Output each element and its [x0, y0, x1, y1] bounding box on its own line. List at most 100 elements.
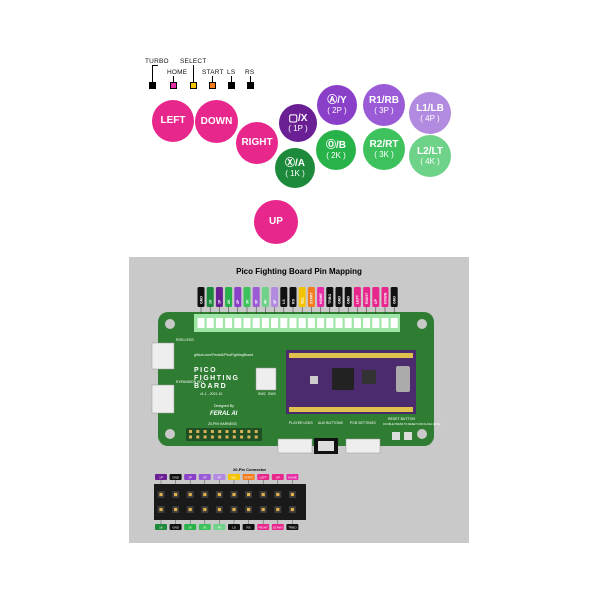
terminal-screw: [353, 318, 361, 328]
aux-buttons-label: AUX BUTTONS: [318, 421, 343, 425]
pin-tag: DOWN: [381, 287, 389, 314]
right-button[interactable]: RIGHT: [236, 122, 278, 164]
pin-tag-bg: [363, 287, 371, 307]
flash-chip: [362, 370, 376, 384]
harness-pin: [218, 435, 222, 439]
connector-pin: [174, 492, 178, 497]
square-x-button[interactable]: ▢/X ( 1P ): [279, 104, 317, 142]
connector-bottom-tag: DOWN: [271, 520, 284, 530]
connector-tag-bg: [198, 524, 211, 530]
mount-hole: [165, 319, 175, 329]
connector-tag-bg: [286, 474, 299, 480]
terminal-screw: [206, 318, 214, 328]
down-button[interactable]: DOWN: [195, 100, 238, 143]
home-button[interactable]: [170, 82, 177, 89]
left-button[interactable]: LEFT: [152, 100, 194, 142]
pin-tag-bg: [225, 287, 233, 307]
rs-button[interactable]: [247, 82, 254, 89]
connector-top-tag: 1P: [155, 474, 167, 484]
connector-tag-text: LS: [232, 526, 236, 530]
cross-a-button[interactable]: Ⓧ/A ( 1K ): [275, 148, 315, 188]
harness-pin: [210, 430, 214, 433]
terminal-screw: [225, 318, 233, 328]
pin-tag-text: RIGHT: [365, 292, 369, 304]
select-button[interactable]: [190, 82, 197, 89]
l2-lt-sublabel: ( 4K ): [420, 157, 440, 167]
terminal-screw: [335, 318, 343, 328]
cross-a-sublabel: ( 1K ): [285, 169, 305, 179]
expansion-connector: [151, 384, 175, 414]
harness-pin: [240, 430, 244, 433]
connector-tag-text: 3P: [203, 476, 207, 480]
pin-tag: 2P: [234, 287, 242, 314]
terminal-screw: [317, 318, 325, 328]
harness-pin: [232, 430, 236, 433]
connector-bottom-tag: LS: [228, 520, 240, 530]
terminal-screw: [215, 318, 223, 328]
terminal-screw: [390, 318, 398, 328]
connector-bottom-tag: 2K: [184, 520, 197, 530]
mount-hole: [417, 429, 427, 439]
turbo-button[interactable]: [149, 82, 156, 89]
start-button[interactable]: [209, 82, 216, 89]
expansion-text: EXPANSION (5V): [176, 380, 204, 384]
reset-label: RESET BUTTON: [388, 417, 415, 421]
pin-tag: 1P: [215, 287, 223, 314]
mount-hole: [417, 319, 427, 329]
r1-rb-button[interactable]: R1/RB ( 3P ): [363, 84, 405, 126]
connector-tag-text: 4P: [218, 476, 222, 480]
pin-tag-text: RS: [291, 298, 295, 304]
reset-button-1[interactable]: [392, 432, 400, 440]
pin-tag-bg: [289, 287, 297, 307]
designer-name: FERAL AI: [210, 411, 238, 417]
harness-pin: [254, 430, 258, 433]
pin-tag: 4P: [271, 287, 279, 314]
connector-top-tag: 4P: [213, 474, 226, 484]
pin-tag-text: 2P: [236, 299, 240, 304]
sw2-label: SW2: [258, 392, 266, 396]
board-version: v1.1 - 2021.10: [200, 392, 222, 396]
connector-pin: [261, 492, 265, 497]
connector-tag-text: 2P: [188, 476, 192, 480]
connector-tag-bg: [271, 474, 284, 480]
terminal-screws: [197, 318, 398, 328]
pin-tag-bg: [344, 287, 352, 307]
l1-lb-button[interactable]: L1/LB ( 4P ): [409, 92, 451, 134]
connector-pin: [174, 507, 178, 512]
connector-title: 20-Pin Connector: [233, 467, 267, 472]
pin-tag-bg: [335, 287, 343, 307]
board-url: github.com/FeralAI/PicoFightingBoard: [194, 353, 253, 357]
connector-tag-bg: [169, 474, 182, 480]
pin-tag-text: 2K: [227, 299, 231, 304]
connector-tag-bg: [242, 474, 255, 480]
reset-button-2[interactable]: [404, 432, 412, 440]
terminal-screw: [344, 318, 352, 328]
connector-tag-text: TRBO: [288, 526, 297, 530]
connector-tag-bg: [169, 524, 182, 530]
terminal-screw: [363, 318, 371, 328]
connector-pin: [217, 507, 221, 512]
pin-tag-bg: [326, 287, 334, 307]
connector-tag-bg: [155, 524, 167, 530]
l2-lt-button[interactable]: L2/LT ( 4K ): [409, 135, 451, 177]
connector-pin: [188, 492, 192, 497]
r2-rt-button[interactable]: R2/RT ( 3K ): [363, 128, 405, 170]
pin-tag-bg: [206, 287, 214, 307]
circle-b-label: Ⓞ/B: [326, 139, 346, 151]
circle-b-sublabel: ( 2K ): [326, 151, 346, 161]
connector-pin: [261, 507, 265, 512]
harness-pin: [203, 430, 207, 433]
connector-pin: [159, 507, 163, 512]
harness-header: [186, 428, 262, 441]
ls-button[interactable]: [228, 82, 235, 89]
triangle-y-button[interactable]: Ⓐ/Y ( 2P ): [317, 85, 357, 125]
pin-tag-bg: [271, 287, 279, 307]
pin-tag-bg: [353, 287, 361, 307]
pin-tag: GND: [344, 287, 352, 314]
circle-b-button[interactable]: Ⓞ/B ( 2K ): [316, 130, 356, 170]
turbo-label: TURBO: [145, 58, 169, 65]
connector-tag-bg: [257, 474, 270, 480]
connector-tag-text: START: [244, 476, 254, 480]
up-button[interactable]: UP: [254, 200, 298, 244]
connector-tag-text: RS: [247, 526, 251, 530]
